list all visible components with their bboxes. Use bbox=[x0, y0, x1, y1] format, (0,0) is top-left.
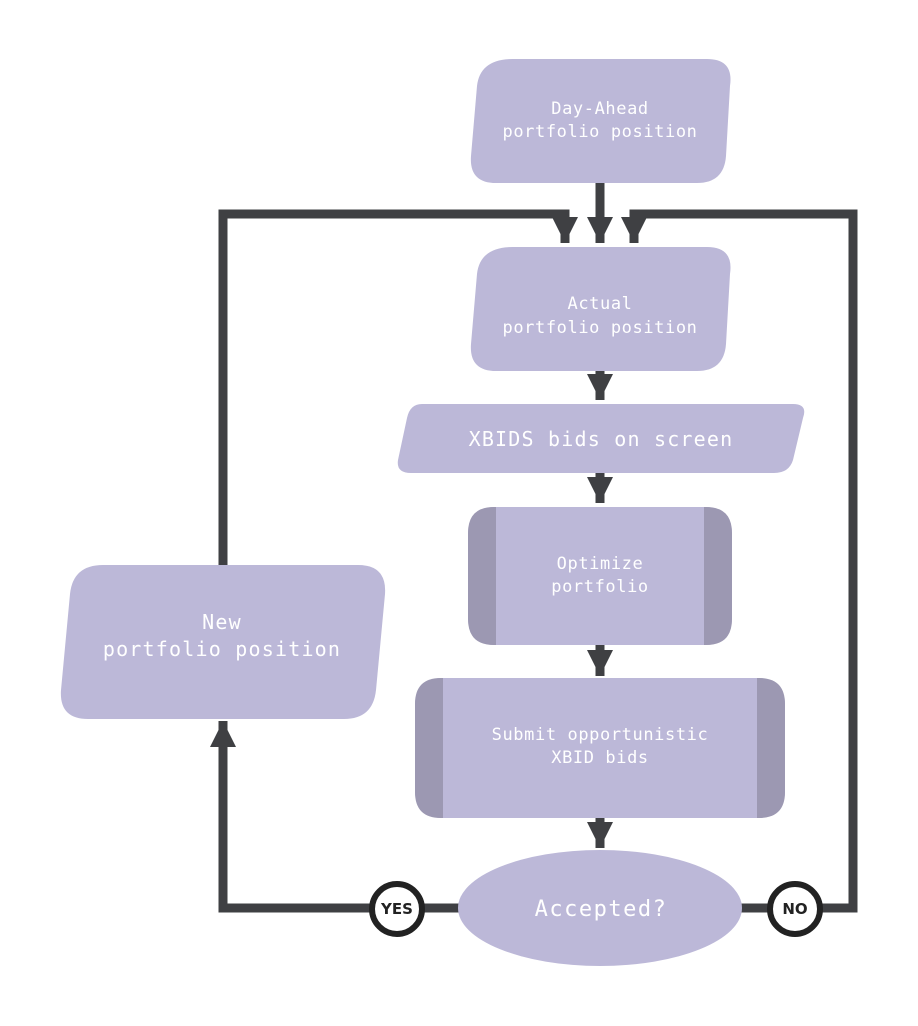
node-submit-line1: Submit opportunistic bbox=[492, 725, 709, 745]
badge-yes: YES bbox=[369, 881, 425, 937]
node-optimize-right-band bbox=[704, 507, 732, 645]
badge-no-circle bbox=[767, 881, 823, 937]
badge-no: NO bbox=[767, 881, 823, 937]
node-optimize: Optimize portfolio bbox=[468, 507, 732, 645]
node-new-position-line2: portfolio position bbox=[103, 637, 341, 661]
node-submit-left-band bbox=[415, 678, 443, 818]
node-actual-line1: Actual bbox=[567, 294, 632, 314]
node-accepted: Accepted? bbox=[458, 850, 742, 966]
node-optimize-left-band bbox=[468, 507, 496, 645]
node-optimize-line2: portfolio bbox=[551, 577, 649, 597]
node-submit-right-band bbox=[757, 678, 785, 818]
node-xbids: XBIDS bids on screen bbox=[397, 404, 805, 473]
node-day-ahead-line2: portfolio position bbox=[502, 122, 697, 142]
node-day-ahead-shape bbox=[470, 59, 731, 183]
node-new-position-line1: New bbox=[202, 610, 242, 634]
node-xbids-label: XBIDS bids on screen bbox=[469, 427, 734, 451]
node-submit: Submit opportunistic XBID bids bbox=[415, 678, 785, 818]
node-submit-body bbox=[415, 678, 785, 818]
node-new-position-shape bbox=[60, 565, 386, 719]
node-day-ahead-line1: Day-Ahead bbox=[551, 99, 649, 119]
node-actual: Actual portfolio position bbox=[470, 247, 731, 371]
badge-no-label: NO bbox=[782, 900, 807, 918]
node-accepted-label: Accepted? bbox=[535, 897, 668, 922]
node-actual-line2: portfolio position bbox=[502, 318, 697, 338]
node-xbids-shape bbox=[397, 404, 805, 473]
badge-yes-circle bbox=[369, 881, 425, 937]
node-new-position: New portfolio position bbox=[60, 565, 386, 719]
node-optimize-body bbox=[468, 507, 732, 645]
node-actual-shape bbox=[470, 247, 731, 371]
node-accepted-shape bbox=[458, 850, 742, 966]
badge-yes-label: YES bbox=[380, 900, 413, 918]
node-day-ahead: Day-Ahead portfolio position bbox=[470, 59, 731, 183]
connector-new-position-to-actual bbox=[218, 209, 578, 565]
node-submit-line2: XBID bids bbox=[551, 748, 649, 768]
node-optimize-line1: Optimize bbox=[557, 554, 644, 574]
